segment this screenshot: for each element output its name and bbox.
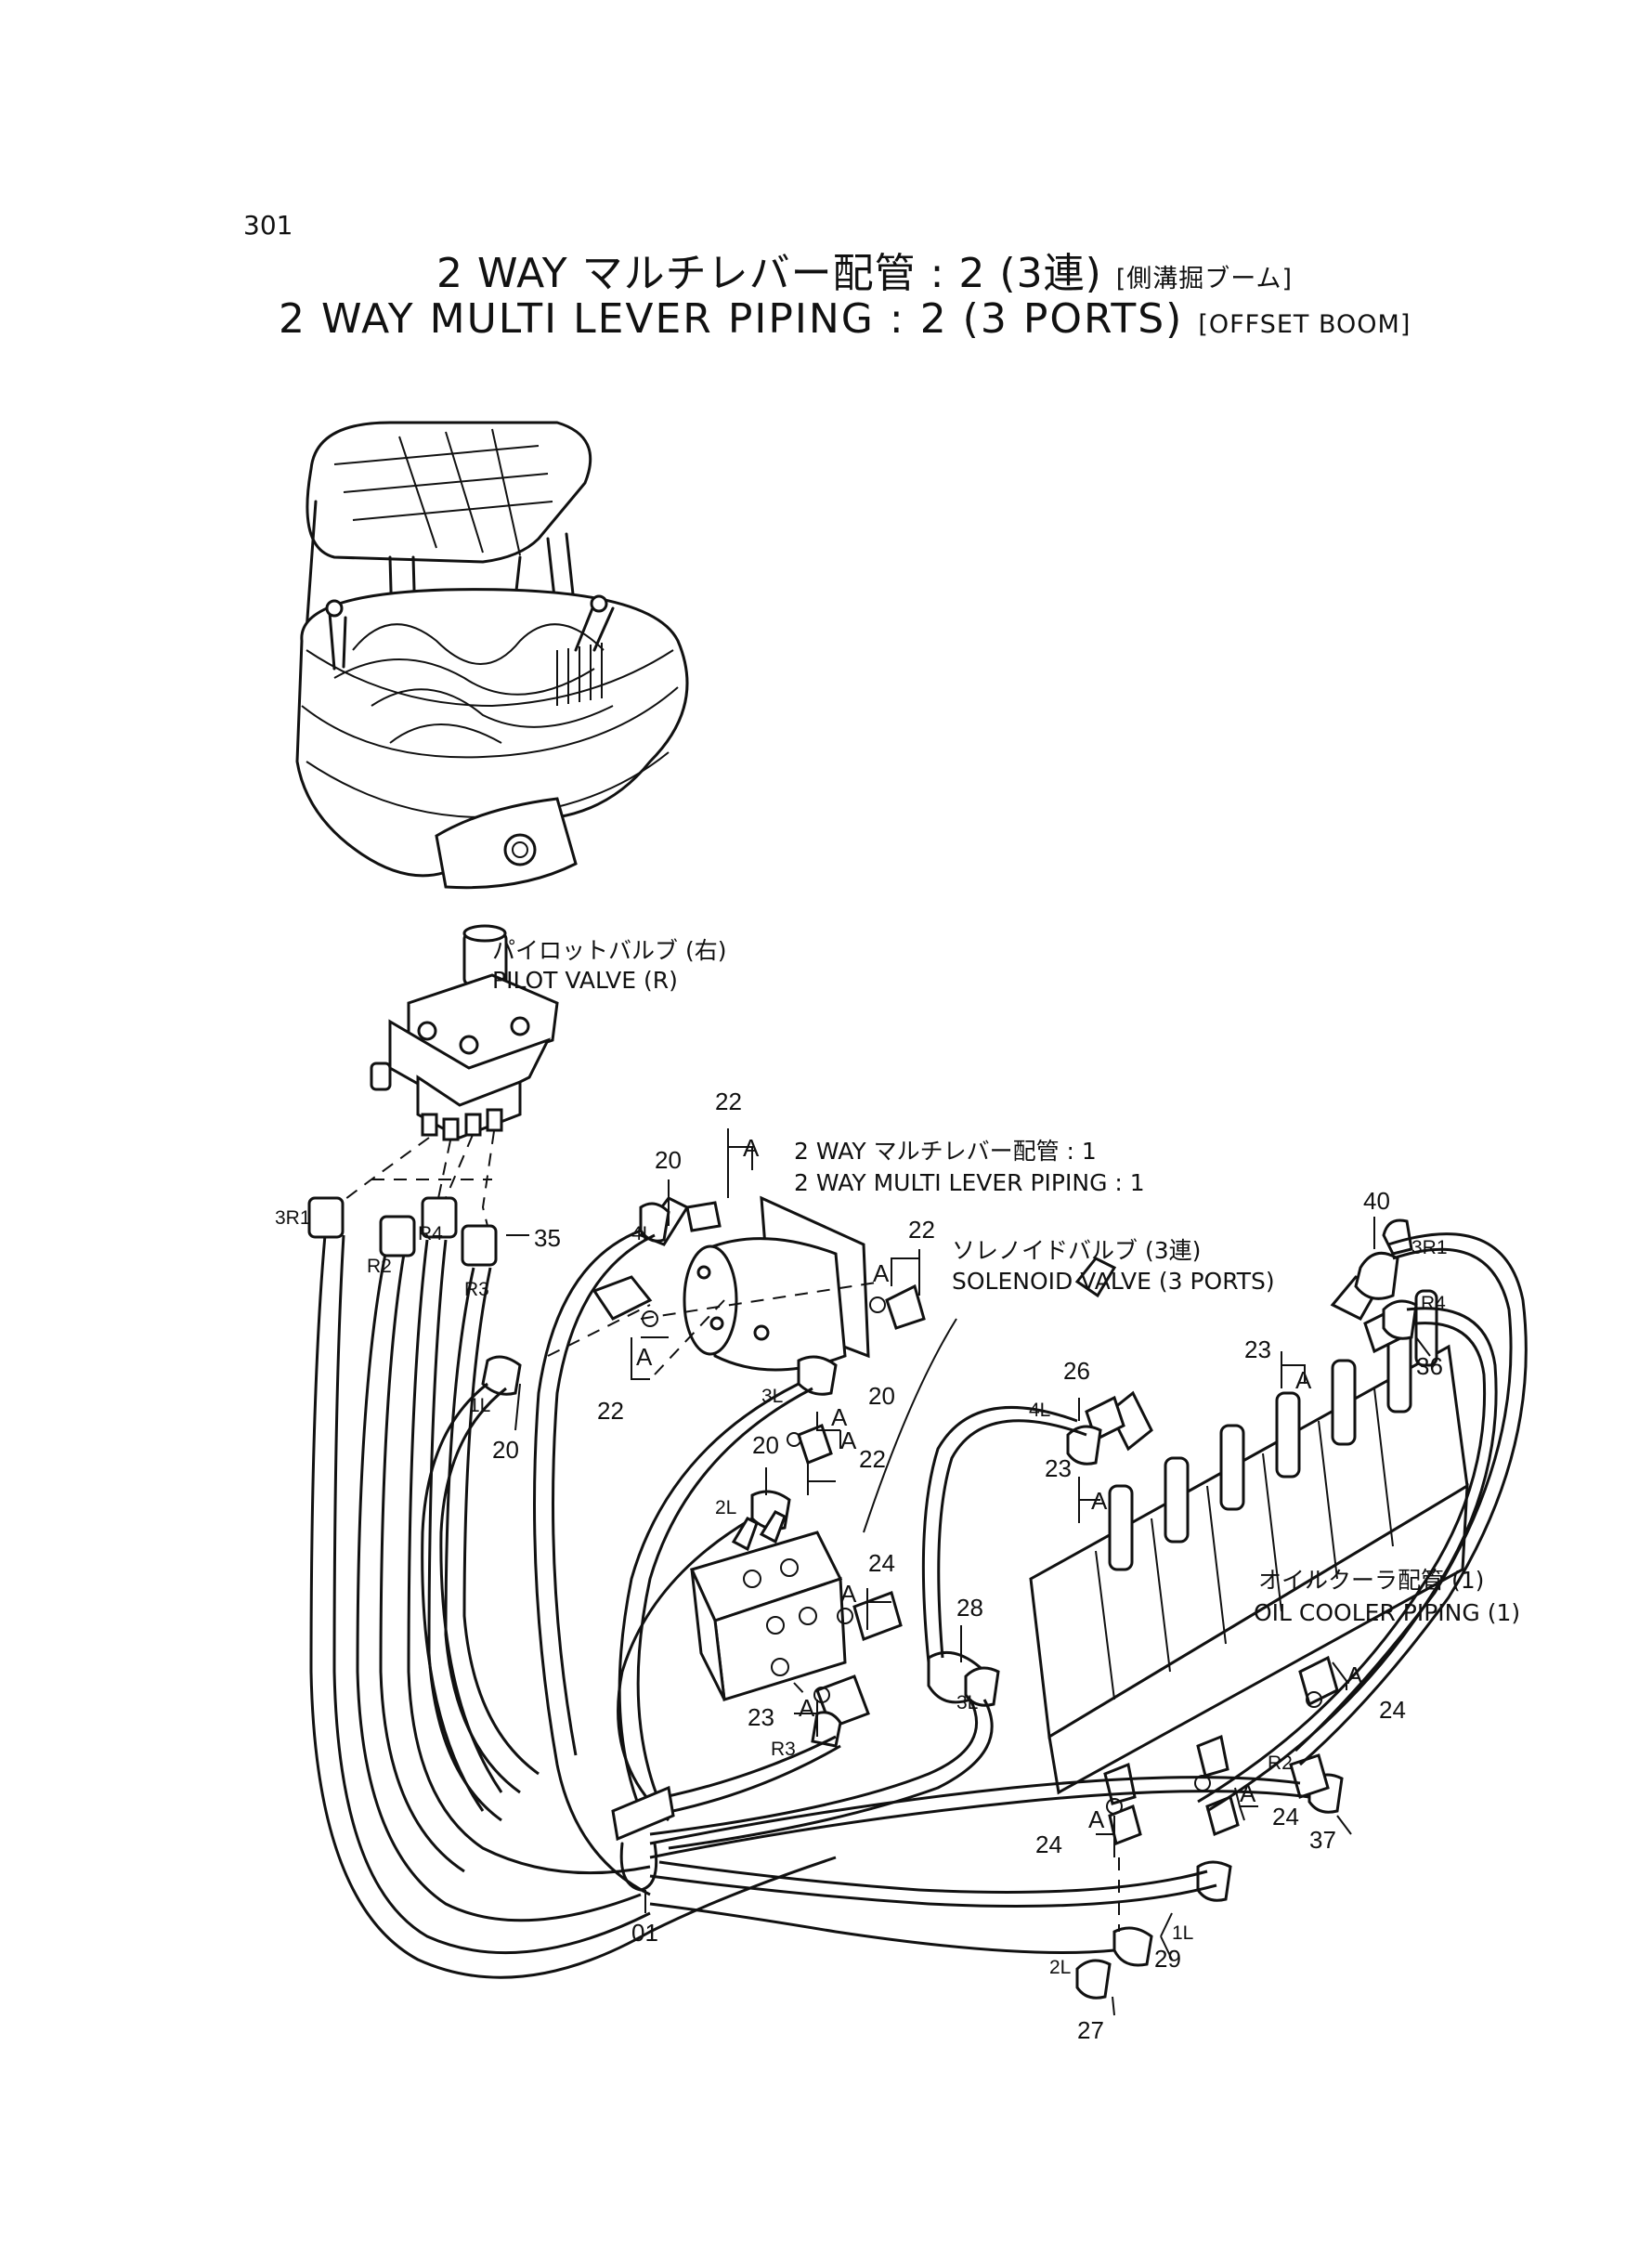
a-mark: A [636, 1343, 653, 1371]
callout-24-low: 24 [1035, 1831, 1062, 1858]
captions: パイロットバルブ (右) PILOT VALVE (R) 2 WAY マルチレバ… [492, 937, 1520, 1626]
callout-37: 37 [1309, 1826, 1336, 1854]
a-mark: A [1088, 1805, 1105, 1833]
a-mark: A [840, 1427, 857, 1454]
port-label-3r1-right: 3R1 [1411, 1237, 1448, 1258]
caption-oil-cooler-jp: オイルクーラ配管 (1) [1258, 1567, 1484, 1594]
callout-20-left: 20 [492, 1436, 519, 1464]
title-japanese: 2 WAY マルチレバー配管 : 2 (3連) [側溝掘ブーム] [436, 240, 1293, 299]
port-label-2l-right: 2L [1049, 1957, 1071, 1978]
callout-35: 35 [534, 1224, 561, 1252]
port-label-r4-right: R4 [1421, 1293, 1446, 1314]
solenoid-fittings [481, 1196, 926, 1531]
callout-23-lower: 23 [748, 1703, 774, 1731]
caption-multi-lever-en: 2 WAY MULTI LEVER PIPING : 1 [794, 1169, 1145, 1196]
a-mark: A [840, 1580, 857, 1608]
solenoid-valve-illustration [547, 1195, 883, 1375]
caption-pilot-valve-en: PILOT VALVE (R) [492, 967, 678, 994]
callout-24-mid: 24 [1272, 1803, 1299, 1831]
a-mark: A [743, 1134, 760, 1162]
hose-clamp-01 [611, 1785, 675, 1892]
right-side-fittings [964, 1218, 1418, 2000]
callout-27: 27 [1077, 2016, 1104, 2044]
callout-36: 36 [1416, 1352, 1443, 1380]
callout-40: 40 [1363, 1187, 1390, 1215]
page-number: 301 [243, 210, 293, 241]
valve-stack-hoses [640, 1232, 1528, 1954]
port-label-r2-right: R2 [1268, 1752, 1293, 1774]
a-mark: A [873, 1259, 890, 1287]
port-label-3r1: 3R1 [275, 1207, 311, 1229]
caption-solenoid-en: SOLENOID VALVE (3 PORTS) [952, 1268, 1275, 1295]
callout-23-upper: 23 [1244, 1335, 1271, 1363]
a-mark: A [1346, 1661, 1363, 1689]
port-label-1l: 1L [469, 1395, 490, 1416]
callout-01: 01 [631, 1919, 658, 1947]
port-label-3l: 3L [761, 1386, 783, 1407]
caption-oil-cooler-en: OIL COOLER PIPING (1) [1254, 1599, 1520, 1626]
pilot-hose-bundle [307, 1196, 837, 1979]
callout-22-left: 22 [597, 1397, 624, 1425]
callout-22-top: 22 [715, 1088, 742, 1115]
port-label-3l-right: 3L [956, 1692, 978, 1713]
port-labels: 3R1 R2 R4 R3 4L 1L 3L 2L 3R1 R4 4L 3L R3… [275, 1207, 1448, 1978]
title-japanese-main: 2 WAY マルチレバー配管 : 2 (3連) [436, 250, 1102, 297]
a-marks: A A A A A A A A A A A A [636, 1134, 1363, 1833]
port-label-4l: 4L [631, 1223, 653, 1244]
caption-pilot-valve-jp: パイロットバルブ (右) [492, 937, 726, 964]
port-label-2l: 2L [715, 1497, 736, 1518]
callout-22-mid: 22 [859, 1445, 886, 1473]
a-mark: A [831, 1403, 848, 1431]
pilot-valve-illustration [333, 924, 559, 1245]
caption-multi-lever-jp: 2 WAY マルチレバー配管 : 1 [794, 1138, 1097, 1165]
title-english: 2 WAY MULTI LEVER PIPING : 2 (3 PORTS) [… [279, 295, 1411, 343]
callout-22-right: 22 [908, 1216, 935, 1244]
title-japanese-sub: [側溝掘ブーム] [1115, 265, 1293, 293]
port-label-r2: R2 [367, 1256, 392, 1277]
callout-leaders [506, 1128, 1431, 2016]
callout-23-mid: 23 [1045, 1454, 1072, 1482]
control-valve-stack [927, 1275, 1469, 1815]
title-english-sub: [OFFSET BOOM] [1198, 310, 1411, 339]
callout-numbers: 22 20 22 22 20 20 22 20 35 40 36 23 26 2… [492, 1088, 1443, 2044]
a-mark: A [1091, 1487, 1108, 1515]
callout-20-low: 20 [752, 1431, 779, 1459]
canopy-cab-illustration [295, 421, 689, 890]
manifold-block-illustration [689, 1510, 903, 1748]
port-label-r3-right: R3 [771, 1739, 796, 1760]
a-mark: A [1295, 1366, 1312, 1394]
callout-26: 26 [1063, 1357, 1090, 1385]
caption-solenoid-jp: ソレノイドバルブ (3連) [952, 1237, 1201, 1264]
port-label-r3: R3 [464, 1279, 489, 1300]
port-label-1l-right: 1L [1172, 1922, 1193, 1944]
callout-28: 28 [956, 1594, 983, 1622]
callout-24-right: 24 [1379, 1696, 1406, 1724]
callout-20-top: 20 [655, 1146, 682, 1174]
a-mark: A [1240, 1779, 1256, 1807]
callout-20-mid: 20 [868, 1382, 895, 1410]
callout-24-upper: 24 [868, 1549, 895, 1577]
a-mark: A [799, 1694, 815, 1722]
solenoid-hoses [421, 1229, 813, 1896]
port-label-r4: R4 [418, 1223, 443, 1244]
title-english-main: 2 WAY MULTI LEVER PIPING : 2 (3 PORTS) [279, 295, 1184, 343]
port-label-4l-right: 4L [1029, 1400, 1050, 1421]
callout-29: 29 [1154, 1945, 1181, 1973]
